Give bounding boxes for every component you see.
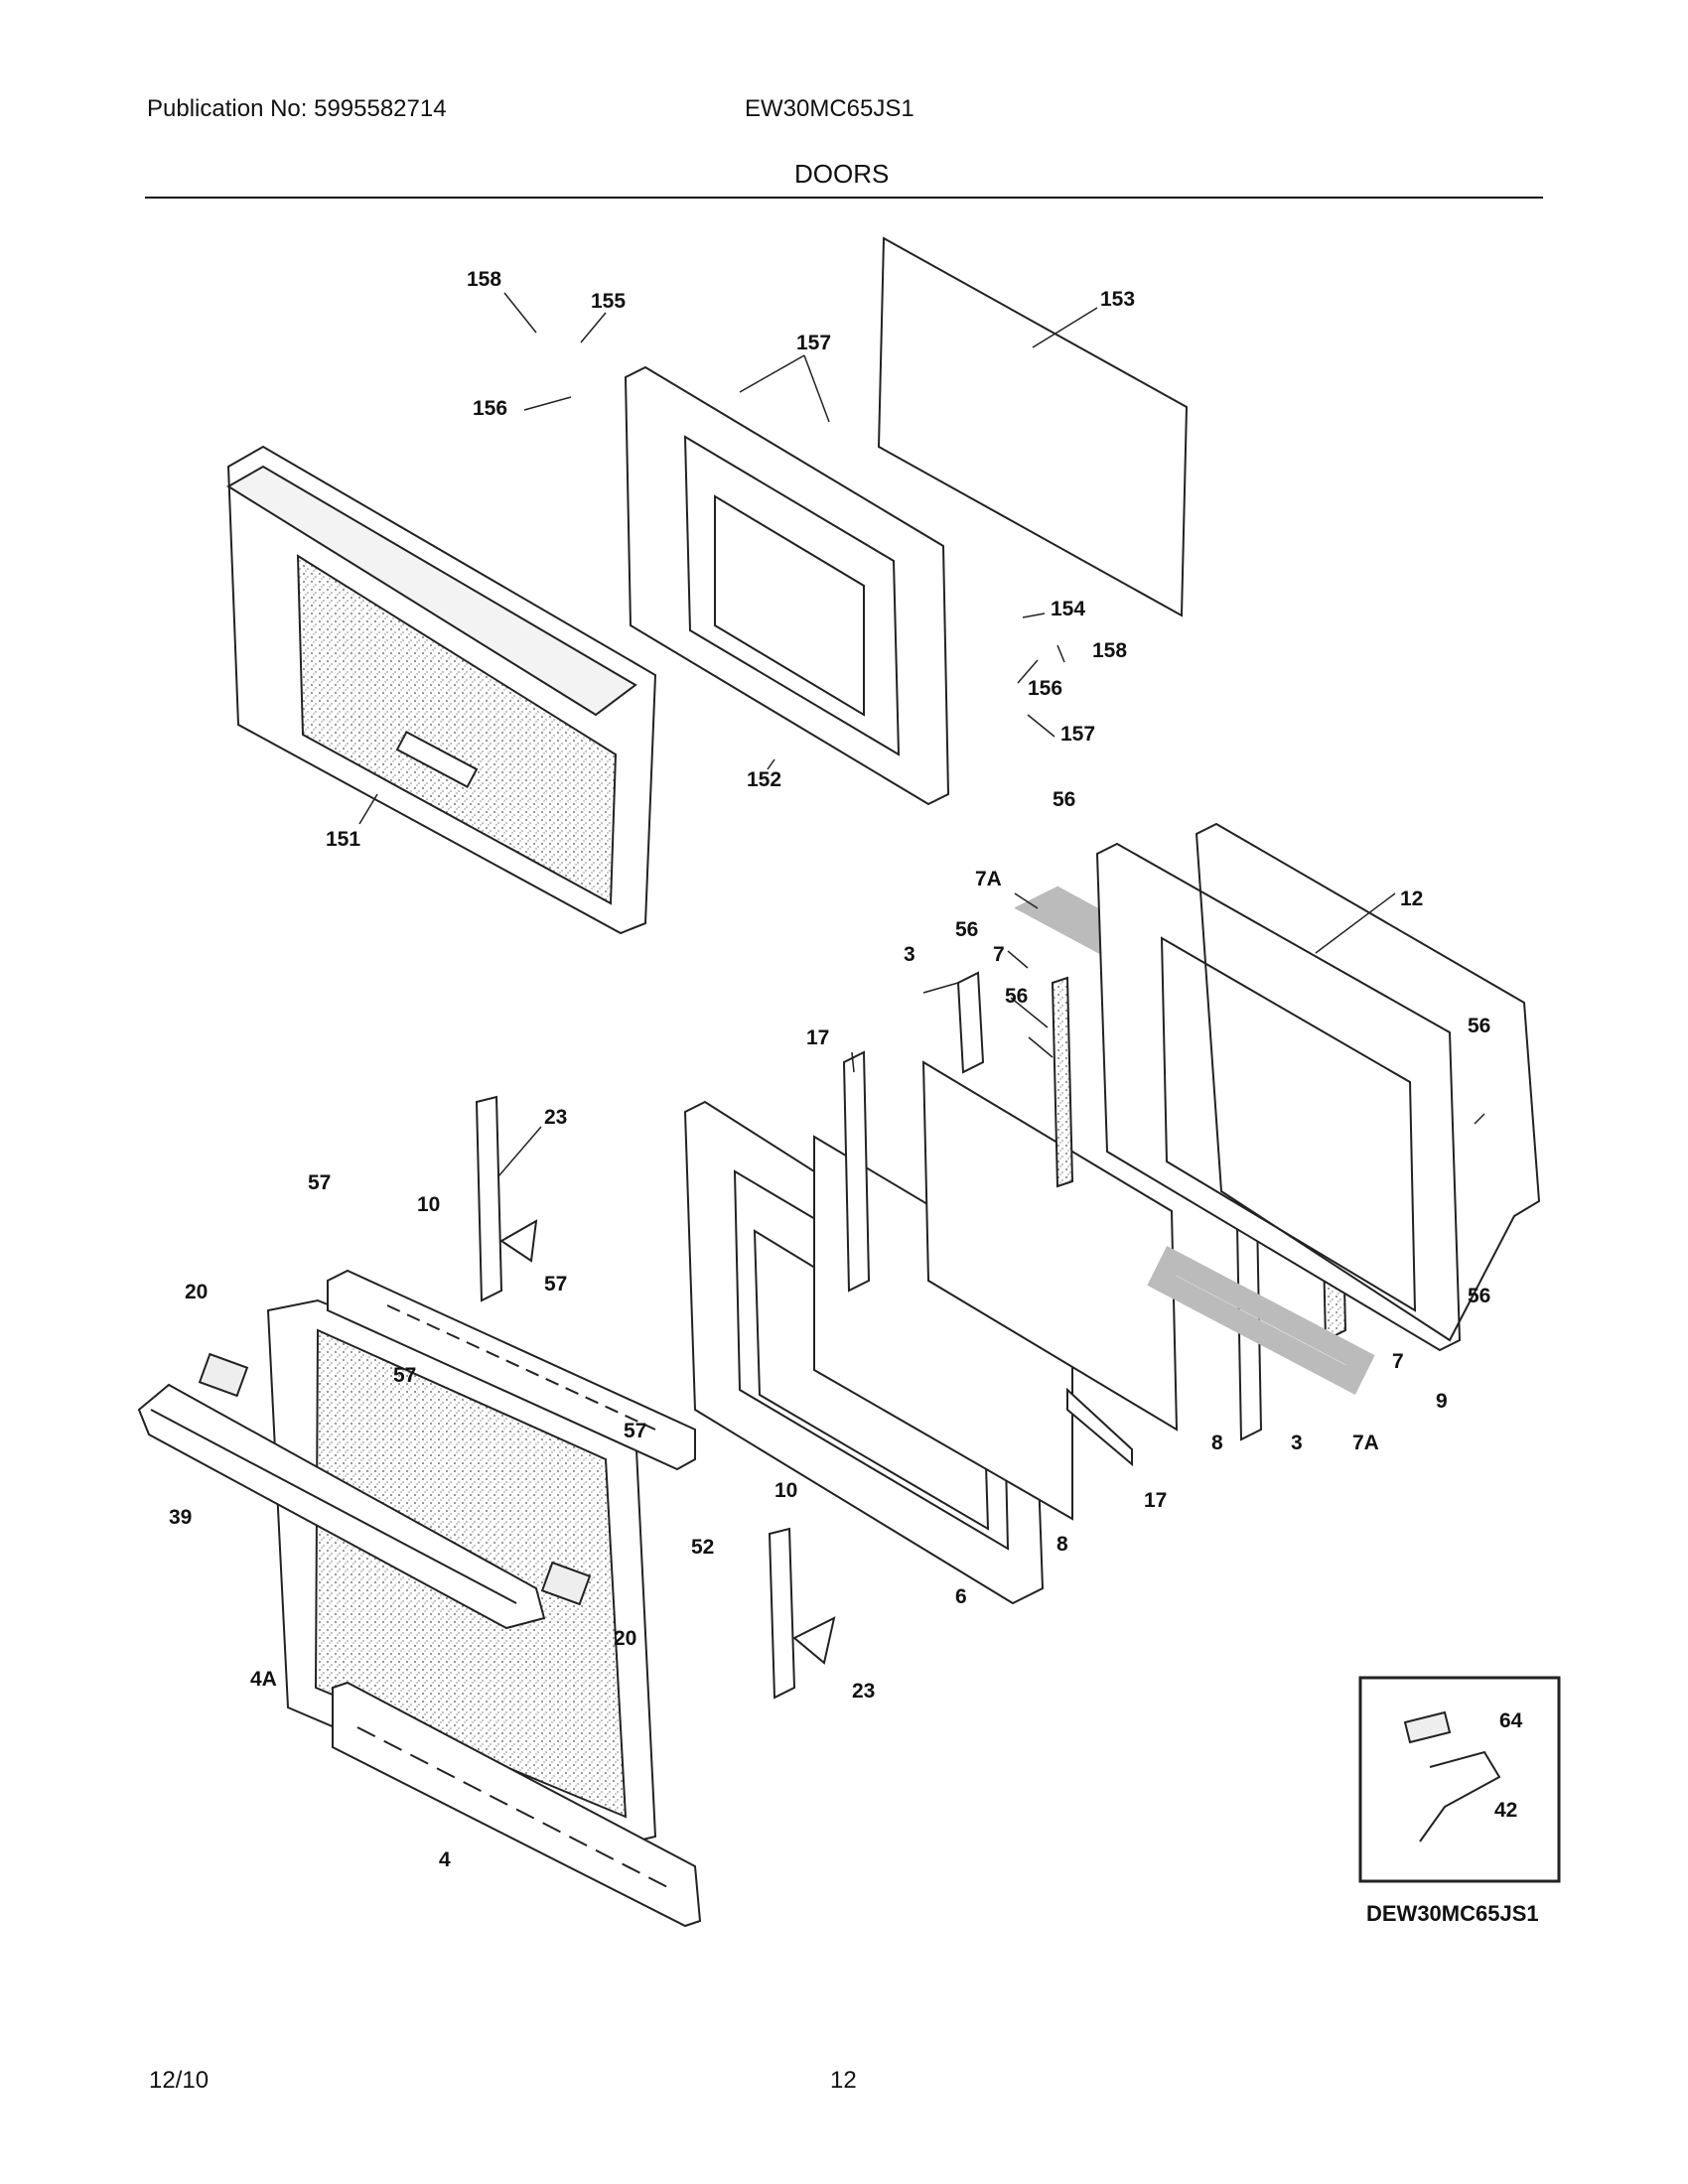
callout-7a: 7A [975, 868, 1002, 890]
callout-10-b: 10 [774, 1479, 797, 1502]
callout-8: 8 [1211, 1432, 1223, 1454]
callout-3-b: 3 [1291, 1432, 1303, 1454]
callout-17: 17 [806, 1026, 829, 1049]
warming-drawer-inner-panel [624, 365, 950, 806]
callout-56-d: 56 [1468, 1015, 1490, 1037]
handle-end-cap-lower [540, 1561, 592, 1606]
model-number: EW30MC65JS1 [745, 95, 914, 122]
callout-156-lower: 156 [1028, 677, 1062, 700]
callout-153: 153 [1100, 288, 1135, 311]
callout-42: 42 [1494, 1799, 1517, 1822]
callout-3: 3 [904, 943, 915, 966]
callout-158-lower: 158 [1092, 639, 1127, 662]
footer-page-number: 12 [830, 2067, 857, 2094]
section-title: DOORS [794, 159, 890, 189]
callout-17-b: 17 [1144, 1489, 1167, 1512]
inset-bracket [1419, 1750, 1501, 1843]
callout-6: 6 [955, 1585, 967, 1608]
glass-panel-rear [921, 1060, 1179, 1432]
callout-151: 151 [326, 828, 360, 851]
callout-8-b: 8 [1056, 1533, 1068, 1556]
glass-retainer-left [842, 1050, 871, 1293]
callout-56-c: 56 [1005, 985, 1028, 1008]
callout-7a-b: 7A [1352, 1432, 1379, 1454]
callout-64: 64 [1499, 1709, 1523, 1732]
callout-4a: 4A [250, 1668, 277, 1691]
glass-retainer-bottom [1066, 1387, 1133, 1467]
callout-57-c: 57 [393, 1364, 416, 1387]
callout-56: 56 [1053, 788, 1075, 811]
callout-157: 157 [796, 332, 831, 354]
diagram-code: DEW30MC65JS1 [1366, 1901, 1539, 1926]
insulation-side-left [1051, 976, 1074, 1188]
inset-spacer-block [1403, 1710, 1452, 1744]
callout-56-e: 56 [1468, 1285, 1490, 1307]
hinge-upper [475, 1095, 538, 1302]
footer-date: 12/10 [149, 2067, 210, 2094]
handle-end-cap-upper [198, 1352, 249, 1398]
callout-57: 57 [308, 1171, 331, 1194]
hinge-lower [768, 1527, 836, 1700]
callout-10: 10 [417, 1193, 440, 1216]
insulation-bottom [1147, 1246, 1375, 1395]
callout-12: 12 [1400, 887, 1423, 910]
callout-158: 158 [467, 268, 501, 291]
door-gasket [1195, 822, 1541, 1342]
door-top-trim [327, 1269, 696, 1471]
callout-7: 7 [993, 943, 1005, 966]
header-rule [145, 197, 1543, 199]
callout-157-lower: 157 [1060, 723, 1095, 746]
callout-156: 156 [473, 397, 507, 420]
callout-154: 154 [1051, 598, 1085, 620]
callout-39: 39 [169, 1506, 192, 1529]
lower-door-handle [137, 1383, 546, 1630]
door-bottom-vent-trim [332, 1681, 702, 1928]
callout-155: 155 [591, 290, 626, 313]
callout-9: 9 [1436, 1390, 1448, 1413]
callout-23-b: 23 [852, 1680, 875, 1703]
publication-number: Publication No: 5995582714 [147, 95, 447, 122]
callout-152: 152 [747, 768, 781, 791]
door-inner-liner [1095, 842, 1462, 1352]
callout-20-b: 20 [614, 1627, 636, 1650]
side-channel-rear [956, 971, 985, 1074]
callout-4: 4 [439, 1848, 451, 1871]
warming-drawer-gasket [877, 236, 1189, 617]
callout-52: 52 [691, 1536, 714, 1559]
callout-23: 23 [544, 1106, 567, 1129]
callout-7-b: 7 [1392, 1350, 1404, 1373]
callout-57-d: 57 [624, 1420, 646, 1442]
inset-detail-box [1358, 1676, 1561, 1883]
warming-drawer-front [226, 445, 657, 935]
callout-56-b: 56 [955, 918, 978, 941]
callout-57-b: 57 [544, 1273, 567, 1296]
callout-20: 20 [185, 1281, 208, 1303]
